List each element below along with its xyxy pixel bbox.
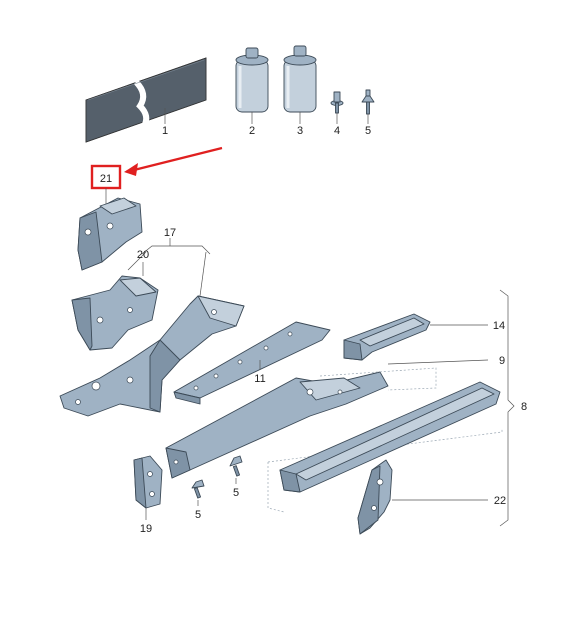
part-21-bracket[interactable] bbox=[77, 197, 143, 271]
label-5-top: 5 bbox=[365, 125, 371, 137]
bracket-17 bbox=[141, 245, 211, 255]
part-8-sill[interactable] bbox=[279, 381, 501, 493]
label-8: 8 bbox=[521, 401, 527, 413]
label-1: 1 bbox=[162, 125, 168, 137]
red-arrow-icon bbox=[124, 163, 138, 176]
part-1-insulation-mat[interactable] bbox=[85, 57, 207, 143]
part-19-mount-plate[interactable] bbox=[133, 455, 163, 509]
part-11-rail[interactable] bbox=[173, 321, 331, 405]
label-21: 21 bbox=[100, 173, 112, 185]
part-4-bolt[interactable] bbox=[330, 91, 344, 114]
part-2-spray-can[interactable] bbox=[235, 47, 269, 113]
label-2: 2 bbox=[249, 125, 255, 137]
label-9: 9 bbox=[499, 355, 505, 367]
label-20: 20 bbox=[137, 249, 149, 261]
callout-arrow bbox=[124, 146, 223, 176]
part-20-bracket[interactable] bbox=[71, 275, 159, 351]
label-17: 17 bbox=[164, 227, 176, 239]
label-4: 4 bbox=[334, 125, 340, 137]
label-14: 14 bbox=[493, 320, 505, 332]
leader-9 bbox=[387, 359, 489, 365]
label-11: 11 bbox=[254, 373, 265, 385]
part-14-bracket[interactable] bbox=[343, 313, 431, 361]
part-3-spray-can[interactable] bbox=[283, 45, 317, 113]
label-5-mid: 5 bbox=[233, 487, 239, 499]
part-9-side-member[interactable] bbox=[165, 371, 389, 479]
label-5-left: 5 bbox=[195, 509, 201, 521]
part-22-reinforcement[interactable] bbox=[357, 459, 393, 535]
bracket-8 bbox=[499, 289, 515, 527]
part-5-screw-top[interactable] bbox=[361, 89, 375, 115]
part-17-front-assembly[interactable] bbox=[59, 295, 245, 417]
label-3: 3 bbox=[297, 125, 303, 137]
label-19: 19 bbox=[140, 523, 152, 535]
label-22: 22 bbox=[494, 495, 506, 507]
part-5-screw-left[interactable] bbox=[191, 479, 205, 499]
part-5-screw-mid[interactable] bbox=[229, 455, 243, 477]
